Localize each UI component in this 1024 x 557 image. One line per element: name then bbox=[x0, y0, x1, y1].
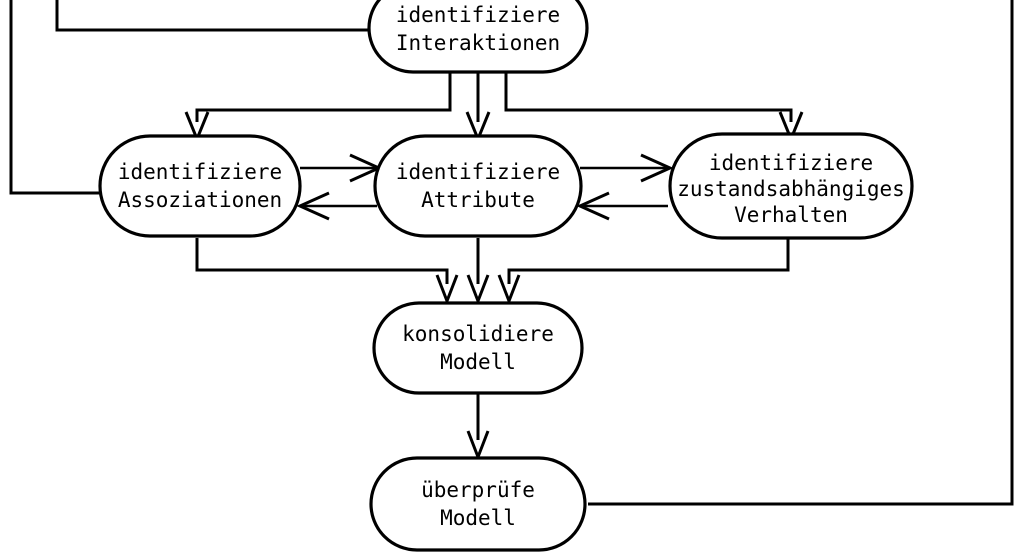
edge-interaktionen-to-verhalten bbox=[504, 72, 793, 122]
node-shape-attribute[interactable] bbox=[373, 134, 583, 238]
node-identifiziere-interaktionen[interactable]: identifiziere Interaktionen bbox=[367, 0, 589, 74]
node-label-konsolidiere-line1: konsolidiere bbox=[402, 322, 554, 346]
node-ueberpruefe-modell[interactable]: überprüfe Modell bbox=[369, 456, 587, 552]
arrowhead-attribute-to-konsolidiere bbox=[466, 274, 490, 306]
node-label-ueberpruefe-line1: überprüfe bbox=[421, 478, 535, 502]
node-shape-ueberpruefe[interactable] bbox=[369, 456, 587, 552]
node-shape-assoziationen[interactable] bbox=[98, 134, 302, 238]
edge-interaktionen-to-assoziationen bbox=[195, 72, 452, 122]
node-label-assoziationen-line1: identifiziere bbox=[118, 160, 282, 184]
node-label-ueberpruefe-line2: Modell bbox=[440, 506, 516, 530]
node-label-verhalten-line1: identifiziere bbox=[709, 151, 873, 175]
arrowhead-assoziationen-to-konsolidiere bbox=[435, 274, 459, 306]
edge-group-fanin-konsolidiere bbox=[195, 238, 790, 306]
node-shape-verhalten[interactable] bbox=[668, 132, 914, 240]
edge-ueberpruefe-feedback-right bbox=[588, 0, 1014, 506]
edge-group-interaktionen-fanout bbox=[184, 72, 804, 143]
node-identifiziere-zustandsabhaengiges-verhalten[interactable]: identifiziere zustandsabhängiges Verhalt… bbox=[668, 132, 914, 240]
edge-group-konsolidiere-to-ueberpruefe bbox=[466, 393, 490, 462]
node-label-konsolidiere-line2: Modell bbox=[440, 350, 516, 374]
node-identifiziere-attribute[interactable]: identifiziere Attribute bbox=[373, 134, 583, 238]
node-shape-konsolidiere[interactable] bbox=[372, 301, 584, 395]
edge-interaktionen-feedback-left bbox=[55, 0, 372, 32]
edge-assoziationen-to-konsolidiere bbox=[195, 238, 449, 284]
edge-assoziationen-feedback-left bbox=[9, 0, 102, 195]
edge-verhalten-to-konsolidiere bbox=[507, 238, 790, 284]
node-label-verhalten-line2: zustandsabhängiges bbox=[677, 177, 905, 201]
node-identifiziere-assoziationen[interactable]: identifiziere Assoziationen bbox=[98, 134, 302, 238]
arrowhead-attribute-to-assoziationen bbox=[296, 191, 330, 221]
arrowhead-verhalten-to-attribute bbox=[576, 191, 610, 221]
arrowhead-verhalten-to-konsolidiere bbox=[497, 274, 521, 306]
node-label-attribute-line1: identifiziere bbox=[396, 160, 560, 184]
node-konsolidiere-modell[interactable]: konsolidiere Modell bbox=[372, 301, 584, 395]
arrowhead-attribute-to-verhalten bbox=[640, 153, 674, 183]
edge-group-feedback-loops bbox=[9, 0, 1014, 506]
node-label-interaktionen-line2: Interaktionen bbox=[396, 31, 560, 55]
node-label-assoziationen-line2: Assoziationen bbox=[118, 188, 282, 212]
node-label-interaktionen-line1: identifiziere bbox=[396, 3, 560, 27]
node-label-attribute-line2: Attribute bbox=[421, 188, 535, 212]
node-label-verhalten-line3: Verhalten bbox=[734, 203, 848, 227]
node-shape-interaktionen[interactable] bbox=[367, 0, 589, 74]
edge-group-lateral-bidirectional bbox=[296, 153, 674, 221]
